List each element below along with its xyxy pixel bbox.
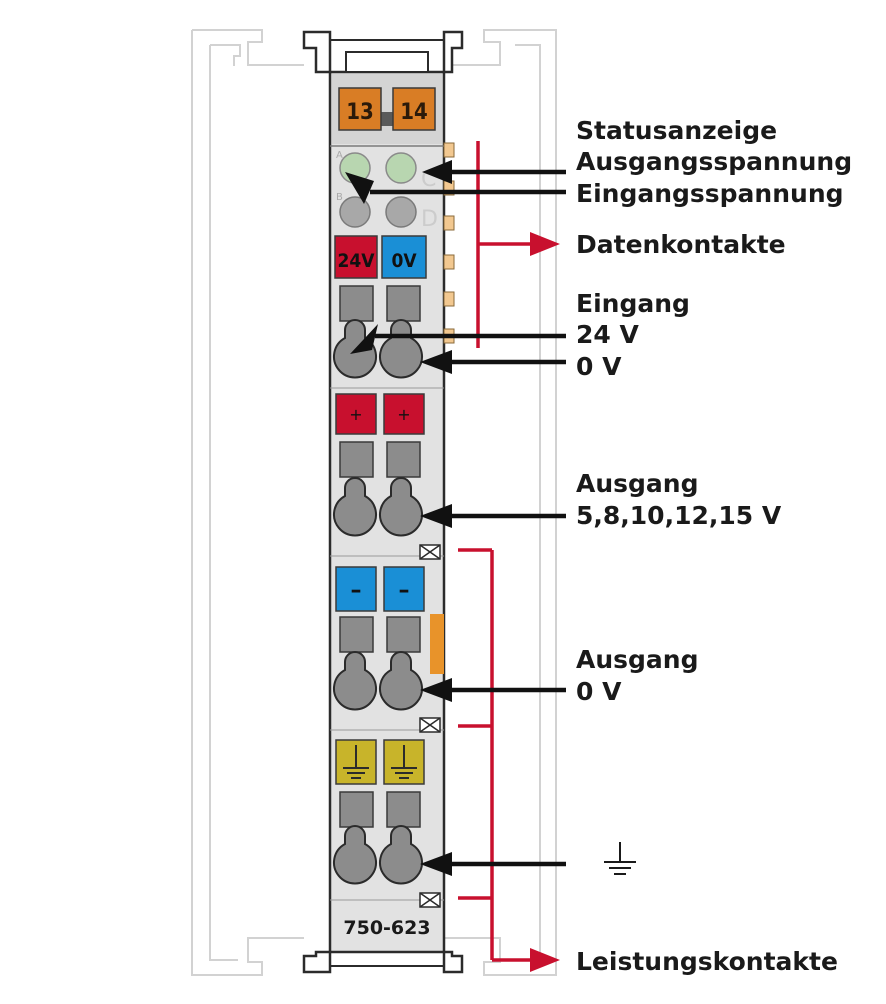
release-levers <box>339 285 421 828</box>
label-output-title: Ausgang <box>576 469 699 498</box>
label-output0-0v: 0 V <box>576 677 622 706</box>
pointer-arrows <box>345 160 566 876</box>
marker-0v-label: 0V <box>391 250 417 272</box>
power-contacts <box>419 544 441 908</box>
marker-plus-left <box>335 393 377 435</box>
marker-minus-right-label: – <box>399 578 410 603</box>
marker-minus-left <box>335 566 377 612</box>
ground-right-icon <box>391 745 417 779</box>
callout-labels: Statusanzeige Ausgangsspannung Eingangss… <box>576 116 852 976</box>
marker-plus-left-label: + <box>349 405 362 424</box>
marker-minus-right <box>383 566 425 612</box>
plus-markers: + + <box>335 393 425 435</box>
label-output0-title: Ausgang <box>576 645 699 674</box>
label-data-contacts: Datenkontakte <box>576 230 786 259</box>
marker-minus-left-label: – <box>351 578 362 603</box>
clamp-openings <box>333 319 423 885</box>
terminal-13-label: 13 <box>346 100 374 125</box>
terminal-14-marker <box>392 87 436 131</box>
terminal-14-label: 14 <box>400 100 428 125</box>
led-input-voltage-2 <box>385 196 417 228</box>
label-output-voltages: 5,8,10,12,15 V <box>576 501 782 530</box>
marker-24v-label: 24V <box>337 250 375 272</box>
data-contacts-bracket <box>476 141 535 348</box>
led-letter-d: D <box>421 207 438 232</box>
header-terminals: 13 14 <box>338 87 436 131</box>
led-letter-b: B <box>336 192 343 203</box>
marker-plus-right-label: + <box>397 405 410 424</box>
power-contacts-arrowhead <box>530 948 560 972</box>
part-number: 750-623 <box>343 917 430 939</box>
ground-symbol-icon <box>604 842 636 875</box>
label-status-input-voltage: Eingangsspannung <box>576 179 844 208</box>
input-markers: 24V 0V <box>334 235 427 279</box>
marker-plus-right <box>383 393 425 435</box>
label-input-title: Eingang <box>576 289 690 318</box>
ground-markers <box>335 739 425 785</box>
led-input-voltage <box>339 196 371 228</box>
minus-markers: – – <box>335 566 444 674</box>
label-input-24v: 24 V <box>576 320 639 349</box>
terminal-13-marker <box>338 87 382 131</box>
label-status-output-voltage: Ausgangsspannung <box>576 147 852 176</box>
status-leds: A C B D <box>336 150 438 232</box>
led-letter-a: A <box>336 150 343 161</box>
label-status-title: Statusanzeige <box>576 116 777 145</box>
label-input-0v: 0 V <box>576 352 622 381</box>
led-output-voltage-2 <box>385 152 417 184</box>
label-power-contacts: Leistungskontakte <box>576 947 838 976</box>
orange-side-marker <box>430 614 444 674</box>
ground-left-icon <box>343 745 369 779</box>
data-contacts-arrowhead <box>530 232 560 256</box>
marker-24v <box>334 235 378 279</box>
power-contacts-bracket <box>458 548 535 962</box>
marker-0v <box>381 235 427 279</box>
